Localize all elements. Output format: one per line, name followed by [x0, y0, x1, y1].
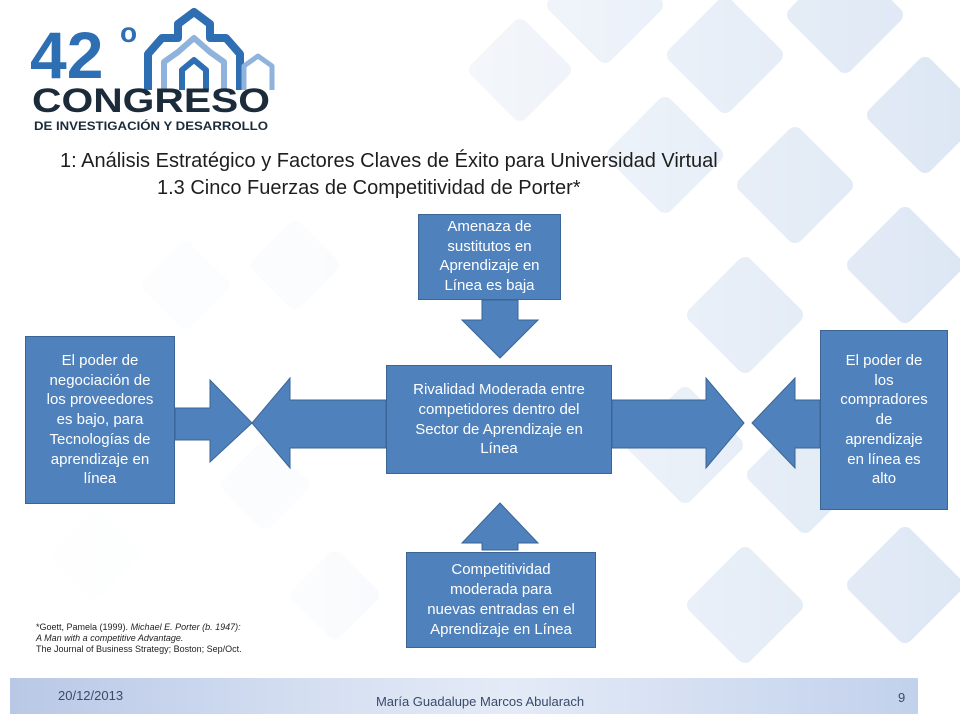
- top-box-line: sustitutos en: [447, 237, 532, 255]
- top-box-line: Aprendizaje en: [439, 257, 540, 275]
- logo-degree: o: [120, 17, 137, 48]
- footnote-line-2: A Man with a competitive Advantage.: [36, 633, 184, 643]
- substitutes-threat-box: Amenaza de sustitutos en Aprendizaje en …: [418, 214, 561, 300]
- footer-date: 20/12/2013: [58, 688, 124, 703]
- left-box-line: los proveedores: [46, 391, 154, 409]
- footnote-line-3: The Journal of Business Strategy; Boston…: [36, 644, 242, 654]
- slide-subtitle: 1.3 Cinco Fuerzas de Competitividad de P…: [157, 177, 581, 199]
- arrow-center-to-right: [611, 376, 745, 470]
- right-box-line: compradores: [840, 391, 928, 409]
- top-box-line: Amenaza de: [447, 217, 532, 235]
- arrow-from-right-box: [751, 376, 821, 470]
- left-box-line: El poder de: [61, 351, 139, 369]
- slide-title: 1: Análisis Estratégico y Factores Clave…: [60, 150, 718, 172]
- logo-number: 42: [30, 18, 103, 92]
- arrow-up-from-bottom: [460, 502, 540, 551]
- footnote-line-1: *Goett, Pamela (1999). Michael E. Porter…: [36, 622, 242, 633]
- arrow-center-to-left: [251, 376, 387, 470]
- bottom-box-line: Competitividad: [451, 561, 551, 579]
- center-box-line: Línea: [480, 440, 518, 458]
- left-box-line: Tecnologías de: [49, 430, 151, 448]
- arrow-down-from-top: [460, 299, 540, 359]
- center-box-line: Sector de Aprendizaje en: [415, 420, 583, 438]
- new-entrants-box: Competitividad moderada para nuevas entr…: [406, 552, 596, 648]
- rivalry-box: Rivalidad Moderada entre competidores de…: [386, 365, 612, 474]
- buyer-power-box: El poder de los compradores de aprendiza…: [820, 330, 948, 510]
- right-box-line: El poder de: [845, 351, 923, 369]
- left-box-line: negociación de: [49, 371, 151, 389]
- right-box-line: alto: [871, 470, 897, 488]
- right-box-line: aprendizaje: [845, 430, 923, 448]
- footer-author: María Guadalupe Marcos Abularach: [375, 694, 585, 709]
- left-box-line: aprendizaje en: [50, 450, 150, 468]
- left-box-line: es bajo, para: [56, 411, 144, 429]
- arrow-from-left-box: [174, 378, 253, 464]
- logo-tagline: DE INVESTIGACIÓN Y DESARROLLO: [34, 118, 268, 133]
- right-box-line: de: [875, 411, 893, 429]
- congress-logo: 42 o CONGRESO DE INVESTIGACIÓN Y DESARRO…: [30, 8, 275, 133]
- bottom-box-line: Aprendizaje en Línea: [430, 620, 572, 638]
- right-box-line: en línea es: [847, 450, 921, 468]
- supplier-power-box: El poder de negociación de los proveedor…: [25, 336, 175, 504]
- footnote-author: *Goett, Pamela (1999).: [36, 622, 131, 632]
- bottom-box-line: nuevas entradas en el: [427, 601, 575, 618]
- left-box-line: línea: [83, 470, 117, 488]
- center-box-line: Rivalidad Moderada entre: [413, 380, 585, 398]
- right-box-line: los: [874, 371, 894, 389]
- logo-building-icon: [144, 8, 275, 90]
- citation-footnote: *Goett, Pamela (1999). Michael E. Porter…: [36, 622, 242, 655]
- footer-bar: [10, 678, 918, 714]
- center-box-line: competidores dentro del: [418, 400, 580, 418]
- logo-word: CONGRESO: [32, 82, 270, 120]
- slide-number: 9: [898, 690, 906, 705]
- footnote-title-part: Michael E. Porter (b. 1947):: [130, 622, 241, 632]
- top-box-line: Línea es baja: [444, 277, 535, 295]
- bottom-box-line: moderada para: [450, 581, 552, 599]
